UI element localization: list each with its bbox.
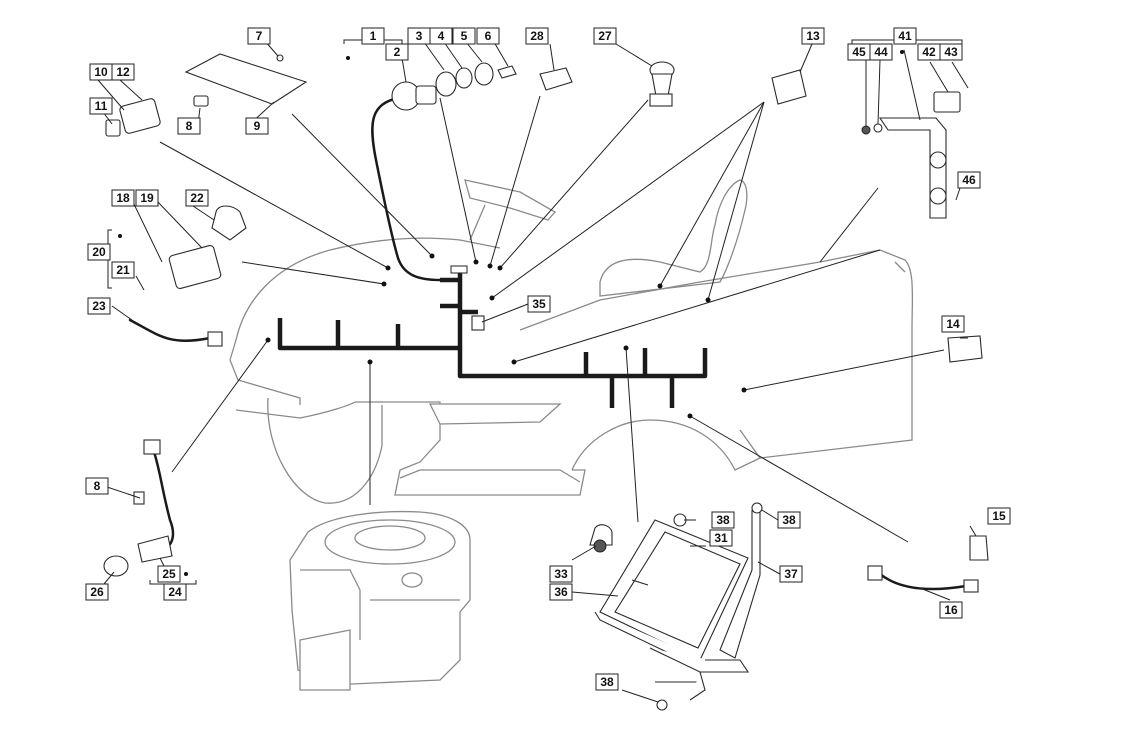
svg-text:24: 24 [168, 585, 182, 599]
svg-text:45: 45 [852, 45, 866, 59]
svg-text:1: 1 [370, 29, 377, 43]
callout-c41: 41 [893, 27, 917, 45]
svg-text:19: 19 [140, 191, 154, 205]
svg-text:2: 2 [394, 45, 401, 59]
svg-text:33: 33 [554, 567, 568, 581]
svg-text:26: 26 [90, 585, 104, 599]
svg-text:23: 23 [92, 299, 106, 313]
callout-c33: 33 [549, 565, 573, 583]
svg-text:38: 38 [716, 513, 730, 527]
callout-c21: 21 [111, 261, 135, 279]
svg-text:15: 15 [992, 509, 1006, 523]
callout-c13: 13 [801, 27, 825, 45]
callout-c23: 23 [87, 297, 111, 315]
callout-c38c: 38 [595, 673, 619, 691]
callout-c28: 28 [525, 27, 549, 45]
callout-c14: 14 [941, 315, 965, 333]
svg-text:8: 8 [94, 479, 101, 493]
svg-text:22: 22 [190, 191, 204, 205]
callout-c19: 19 [135, 189, 159, 207]
callout-c38a: 38 [711, 511, 735, 529]
svg-text:7: 7 [256, 29, 263, 43]
callout-c31: 31 [709, 529, 733, 547]
callout-c36: 36 [549, 583, 573, 601]
callout-c45: 45 [847, 43, 871, 61]
callout-c22: 22 [185, 189, 209, 207]
callout-c4: 4 [429, 27, 453, 45]
reference-dots [118, 50, 904, 576]
callout-c8b: 8 [85, 477, 109, 495]
callout-c6: 6 [476, 27, 500, 45]
callout-c10: 10 [89, 63, 113, 81]
callout-c38b: 38 [777, 511, 801, 529]
callout-c44: 44 [869, 43, 893, 61]
callout-c15: 15 [987, 507, 1011, 525]
svg-text:9: 9 [254, 119, 261, 133]
svg-text:11: 11 [95, 99, 108, 113]
svg-text:41: 41 [898, 29, 912, 43]
callout-c24: 24 [163, 583, 187, 601]
callout-c12: 12 [111, 63, 135, 81]
svg-text:25: 25 [162, 567, 176, 581]
svg-text:38: 38 [782, 513, 796, 527]
svg-text:12: 12 [116, 65, 130, 79]
callout-c27: 27 [593, 27, 617, 45]
tractor-outline [229, 179, 914, 504]
small-parts [103, 53, 989, 593]
svg-text:46: 46 [962, 173, 976, 187]
engine-outline [289, 510, 471, 691]
callout-c43: 43 [939, 43, 963, 61]
callout-c18: 18 [111, 189, 135, 207]
svg-text:43: 43 [944, 45, 958, 59]
svg-text:5: 5 [461, 29, 468, 43]
svg-text:10: 10 [94, 65, 108, 79]
battery-assembly [589, 502, 763, 711]
callout-c16: 16 [939, 601, 963, 619]
callout-c1: 1 [361, 27, 385, 45]
callout-c37: 37 [779, 565, 803, 583]
callout-c3: 3 [407, 27, 431, 45]
callout-c42: 42 [917, 43, 941, 61]
svg-text:13: 13 [806, 29, 820, 43]
svg-text:3: 3 [416, 29, 423, 43]
callout-c5: 5 [452, 27, 476, 45]
callout-c35: 35 [527, 295, 551, 313]
svg-text:14: 14 [946, 317, 960, 331]
callout-c7: 7 [247, 27, 271, 45]
svg-text:21: 21 [116, 263, 130, 277]
svg-text:38: 38 [600, 675, 614, 689]
svg-text:27: 27 [598, 29, 612, 43]
svg-text:4: 4 [438, 29, 445, 43]
callout-c26: 26 [85, 583, 109, 601]
svg-text:35: 35 [532, 297, 546, 311]
svg-text:8: 8 [186, 119, 193, 133]
svg-text:37: 37 [784, 567, 798, 581]
callout-c2: 2 [385, 43, 409, 61]
callout-c25: 25 [157, 565, 181, 583]
callout-c9: 9 [245, 117, 269, 135]
svg-text:44: 44 [874, 45, 888, 59]
svg-text:16: 16 [944, 603, 958, 617]
leader-lines [97, 39, 977, 703]
callout-c46: 46 [957, 171, 981, 189]
svg-text:36: 36 [554, 585, 568, 599]
svg-text:6: 6 [485, 29, 492, 43]
svg-text:20: 20 [92, 245, 106, 259]
svg-text:18: 18 [116, 191, 130, 205]
svg-text:42: 42 [922, 45, 936, 59]
callout-c11: 11 [89, 97, 113, 115]
svg-text:28: 28 [530, 29, 544, 43]
main-wiring-harness [277, 96, 708, 408]
callout-c8a: 8 [177, 117, 201, 135]
callout-c20: 20 [87, 243, 111, 261]
svg-text:31: 31 [714, 531, 728, 545]
